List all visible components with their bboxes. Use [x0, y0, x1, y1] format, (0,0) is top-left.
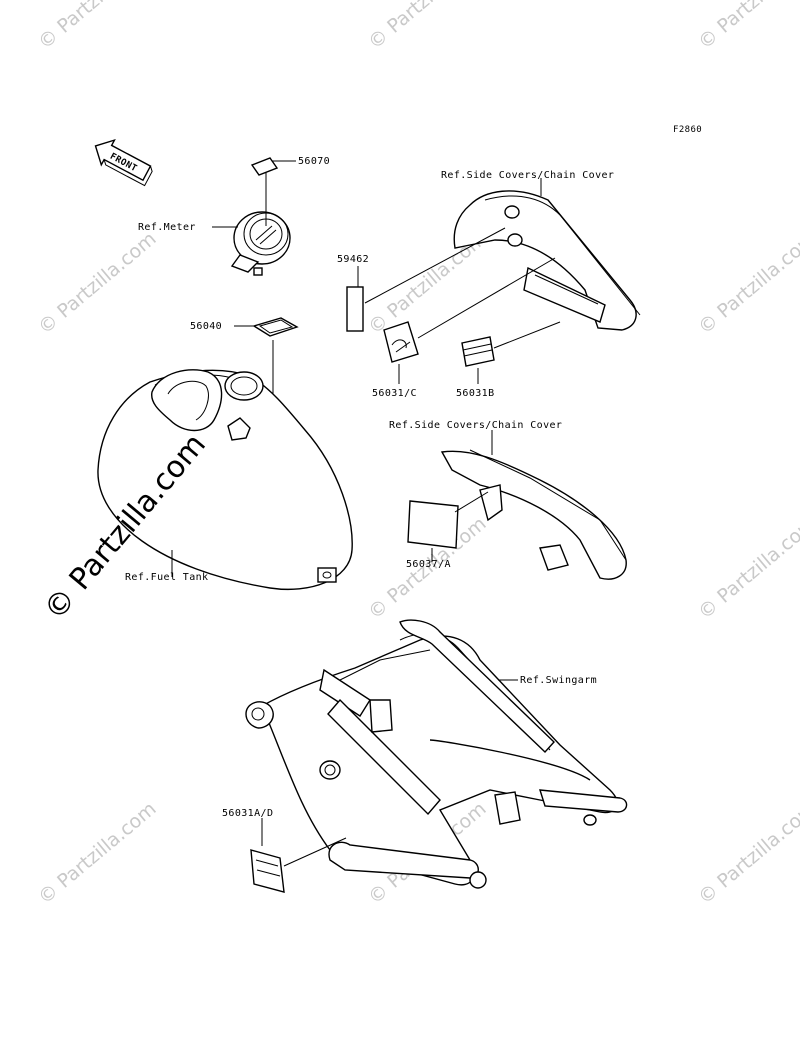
callout-ref-swingarm: Ref.Swingarm — [520, 675, 597, 686]
meter-assembly: Ref.Meter — [138, 172, 291, 276]
callout-59462: 59462 — [337, 254, 369, 265]
decal-56040: 56040 — [190, 317, 299, 414]
front-arrow-icon: FRONT — [94, 138, 153, 187]
callout-56040: 56040 — [190, 321, 222, 332]
watermark-text: © Partzilla.com — [694, 798, 800, 909]
decal-56031ad: 56031A/D — [222, 808, 347, 893]
decal-56070: 56070 — [250, 156, 330, 176]
decal-56037a: 56037/A — [406, 491, 489, 570]
callout-ref-side-covers-mid: Ref.Side Covers/Chain Cover — [389, 420, 562, 431]
callout-56031b: 56031B — [456, 388, 495, 399]
decal-56031c: 56031/C — [372, 257, 556, 399]
decal-59462: 59462 — [337, 227, 506, 332]
watermark-text: © Partzilla.com — [694, 228, 800, 339]
callout-56031c: 56031/C — [372, 388, 417, 399]
watermark-text: © Partzilla.com — [34, 0, 160, 54]
callout-ref-side-covers-top: Ref.Side Covers/Chain Cover — [441, 170, 614, 181]
callout-ref-fuel-tank: Ref.Fuel Tank — [125, 572, 208, 583]
callout-ref-meter: Ref.Meter — [138, 222, 196, 233]
callout-56037a: 56037/A — [406, 559, 451, 570]
callout-56031ad: 56031A/D — [222, 808, 273, 819]
swingarm: Ref.Swingarm — [245, 619, 628, 889]
watermark-text: © Partzilla.com — [694, 0, 800, 54]
decal-56031b: 56031B — [456, 321, 561, 399]
callout-56070: 56070 — [298, 156, 330, 167]
watermark-text: © Partzilla.com — [364, 0, 490, 54]
fuel-tank: Ref.Fuel Tank — [97, 369, 353, 591]
side-cover-top: Ref.Side Covers/Chain Cover — [441, 170, 641, 331]
watermark-text: © Partzilla.com — [34, 798, 160, 909]
figure-code: F2860 — [673, 125, 702, 135]
watermark-text: © Partzilla.com — [34, 228, 160, 339]
watermark-text: © Partzilla.com — [694, 513, 800, 624]
